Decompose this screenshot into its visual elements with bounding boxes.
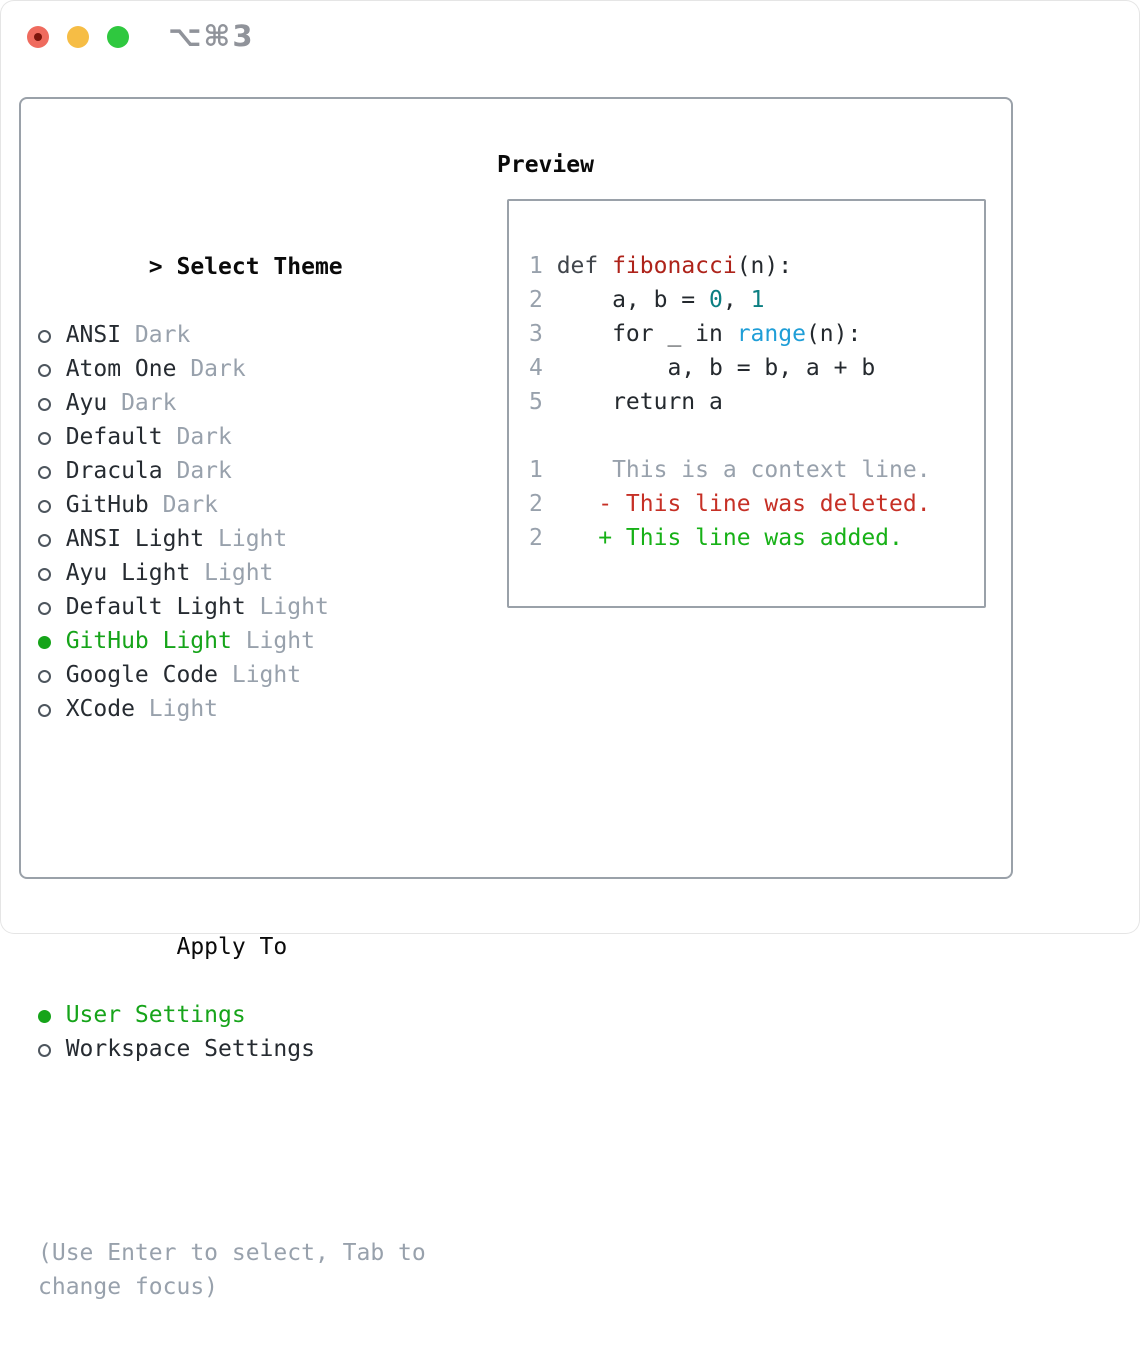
code-line: 2 a, b = 0, 1	[529, 283, 931, 317]
help-text-line: change focus)	[38, 1274, 219, 1300]
zoom-button-icon[interactable]	[107, 26, 129, 48]
line-number: 1	[529, 457, 543, 483]
theme-option[interactable]: Atom One Dark	[38, 352, 426, 386]
theme-option[interactable]: Default Dark	[38, 420, 426, 454]
option-label: Ayu Light	[65, 560, 191, 586]
option-variant-label: Dark	[121, 322, 191, 348]
theme-option[interactable]: GitHub Light Light	[38, 624, 426, 658]
option-variant-label: Dark	[107, 390, 177, 416]
line-number: 2	[529, 525, 543, 551]
line-number: 1	[529, 253, 543, 279]
title-bar: ⌥⌘3	[0, 0, 1140, 74]
theme-option[interactable]: Google Code Light	[38, 658, 426, 692]
radio-icon	[38, 432, 51, 445]
line-number: 4	[529, 355, 543, 381]
code-line: 2 + This line was added.	[529, 521, 931, 555]
radio-icon	[38, 534, 51, 547]
option-label: Google Code	[65, 662, 219, 688]
radio-icon	[38, 568, 51, 581]
focus-prompt-icon: >	[148, 254, 163, 280]
option-label: GitHub Light	[65, 628, 232, 654]
window-title: ⌥⌘3	[168, 19, 255, 53]
spacer-row	[38, 1134, 426, 1168]
line-number: 2	[529, 287, 543, 313]
option-label: Workspace Settings	[65, 1036, 315, 1062]
theme-option[interactable]: Dracula Dark	[38, 454, 426, 488]
apply-to-title: Apply To	[176, 934, 288, 960]
help-text-line: (Use Enter to select, Tab to	[38, 1240, 426, 1266]
option-variant-label: Light	[245, 594, 329, 620]
radio-icon	[38, 398, 51, 411]
theme-option[interactable]: Default Light Light	[38, 590, 426, 624]
option-label: User Settings	[65, 1002, 246, 1028]
radio-selected-icon	[38, 1010, 51, 1023]
option-variant-label: Light	[231, 628, 315, 654]
select-theme-title: Select Theme	[176, 254, 343, 280]
option-label: Default Light	[65, 594, 246, 620]
option-label: ANSI Light	[65, 526, 205, 552]
option-variant-label: Light	[204, 526, 288, 552]
radio-icon	[38, 704, 51, 717]
option-variant-label: Dark	[162, 424, 232, 450]
apply-option[interactable]: User Settings	[38, 998, 426, 1032]
theme-option[interactable]: ANSI Dark	[38, 318, 426, 352]
code-line	[529, 419, 931, 453]
option-label: GitHub	[65, 492, 149, 518]
help-text: (Use Enter to select, Tab to change focus…	[38, 1236, 426, 1304]
code-line: 3 for _ in range(n):	[529, 317, 931, 351]
radio-icon	[38, 602, 51, 615]
minimize-button-icon[interactable]	[67, 26, 89, 48]
code-line: 1 This is a context line.	[529, 453, 931, 487]
option-variant-label: Dark	[176, 356, 246, 382]
close-button-icon[interactable]	[27, 26, 49, 48]
theme-option[interactable]: XCode Light	[38, 692, 426, 726]
radio-icon	[38, 466, 51, 479]
line-number: 3	[529, 321, 543, 347]
line-number: 2	[529, 491, 543, 517]
option-variant-label: Dark	[162, 458, 232, 484]
radio-icon	[38, 500, 51, 513]
spacer-row	[38, 794, 426, 828]
option-label: XCode	[65, 696, 135, 722]
radio-icon	[38, 1044, 51, 1057]
option-label: Ayu	[65, 390, 108, 416]
apply-option[interactable]: Workspace Settings	[38, 1032, 426, 1066]
option-label: Dracula	[65, 458, 163, 484]
preview-title: Preview	[497, 152, 594, 178]
option-variant-label: Dark	[148, 492, 219, 518]
select-theme-header: > Select Theme	[38, 216, 426, 280]
code-line: 4 a, b = b, a + b	[529, 351, 931, 385]
theme-option[interactable]: GitHub Dark	[38, 488, 426, 522]
option-label: Default	[65, 424, 163, 450]
option-variant-label: Light	[190, 560, 274, 586]
option-variant-label: Light	[134, 696, 219, 722]
radio-selected-icon	[38, 636, 51, 649]
radio-icon	[38, 330, 51, 343]
radio-icon	[38, 364, 51, 377]
code-line: 5 return a	[529, 385, 931, 419]
apply-to-header: Apply To	[38, 896, 426, 960]
line-number: 5	[529, 389, 543, 415]
theme-option[interactable]: ANSI Light Light	[38, 522, 426, 556]
option-label: Atom One	[65, 356, 177, 382]
option-label: ANSI	[65, 322, 122, 348]
code-line: 2 - This line was deleted.	[529, 487, 931, 521]
radio-icon	[38, 670, 51, 683]
theme-option[interactable]: Ayu Dark	[38, 386, 426, 420]
theme-option[interactable]: Ayu Light Light	[38, 556, 426, 590]
option-variant-label: Light	[218, 662, 302, 688]
